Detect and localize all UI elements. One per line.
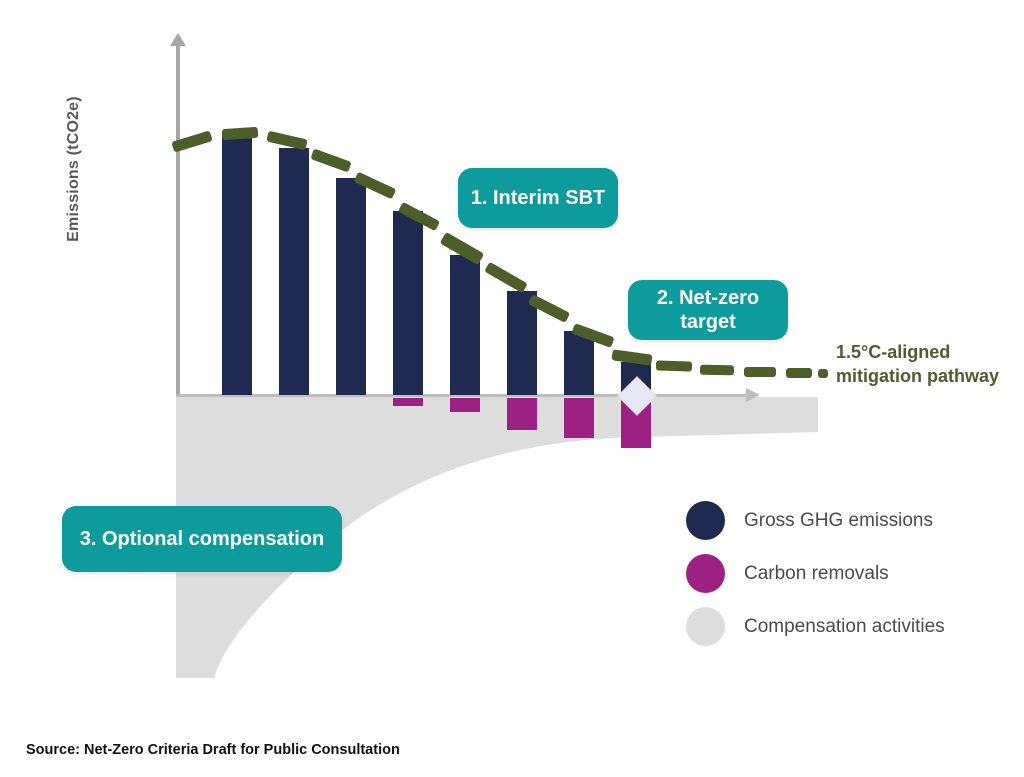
bar-gross-emissions	[564, 331, 594, 395]
pathway-dash-segment	[484, 261, 528, 294]
bar-carbon-removals	[393, 398, 423, 406]
pathway-annotation-label: 1.5°C-aligned mitigation pathway	[836, 342, 1000, 386]
pathway-dash-segment	[699, 364, 735, 376]
x-axis-arrow-icon	[746, 388, 760, 402]
bar-gross-emissions	[336, 178, 366, 395]
legend-swatch-circle-icon	[686, 501, 725, 540]
bar-column	[564, 331, 594, 395]
legend-swatch-circle-icon	[686, 554, 725, 593]
pathway-dash-segment	[744, 367, 776, 377]
x-axis-line	[176, 394, 748, 397]
source-caption: Source: Net-Zero Criteria Draft for Publ…	[26, 742, 400, 758]
legend-label: Gross GHG emissions	[744, 509, 933, 531]
y-axis-arrow-icon	[170, 33, 186, 46]
bar-gross-emissions	[393, 211, 423, 395]
bar-gross-emissions	[279, 148, 309, 395]
bar-column	[336, 178, 366, 395]
pathway-dash-segment	[171, 130, 213, 153]
bar-gross-emissions	[450, 255, 480, 395]
bar-carbon-removals	[564, 398, 594, 438]
bar-carbon-removals	[507, 398, 537, 430]
pathway-dash-segment	[818, 369, 828, 378]
legend-item[interactable]: Carbon removals	[686, 547, 945, 600]
bar-column	[222, 135, 252, 395]
legend-label: Compensation activities	[744, 615, 945, 637]
chart-figure: Emissions (tCO2e) 1. Interim SBT 2. Net-…	[62, 33, 1000, 678]
pathway-dash-segment	[310, 148, 352, 173]
bar-column	[393, 211, 423, 395]
badge-label: 2. Net-zero target	[656, 286, 760, 333]
legend-label: Carbon removals	[744, 562, 889, 584]
bar-column	[450, 255, 480, 395]
legend-item[interactable]: Gross GHG emissions	[686, 494, 945, 547]
plot-area	[171, 126, 828, 448]
bar-gross-emissions	[222, 135, 252, 395]
bar-column	[279, 148, 309, 395]
badge-optional-compensation[interactable]: 3. Optional compensation	[62, 506, 342, 572]
bar-gross-emissions	[507, 291, 537, 395]
pathway-dash-segment	[786, 368, 812, 378]
compensation-area	[176, 397, 818, 678]
y-axis-line	[176, 44, 180, 396]
badge-label: 1. Interim SBT	[470, 186, 606, 209]
bar-column	[507, 291, 537, 395]
badge-net-zero-target[interactable]: 2. Net-zero target	[628, 280, 788, 340]
badge-interim-sbt[interactable]: 1. Interim SBT	[458, 168, 618, 228]
pathway-dash-segment	[655, 360, 693, 372]
pathway-dash-segment	[221, 126, 259, 141]
badge-label: 3. Optional compensation	[79, 527, 325, 550]
legend-item[interactable]: Compensation activities	[686, 600, 945, 653]
legend-swatch-circle-icon	[686, 607, 725, 646]
bar-carbon-removals	[450, 398, 480, 412]
